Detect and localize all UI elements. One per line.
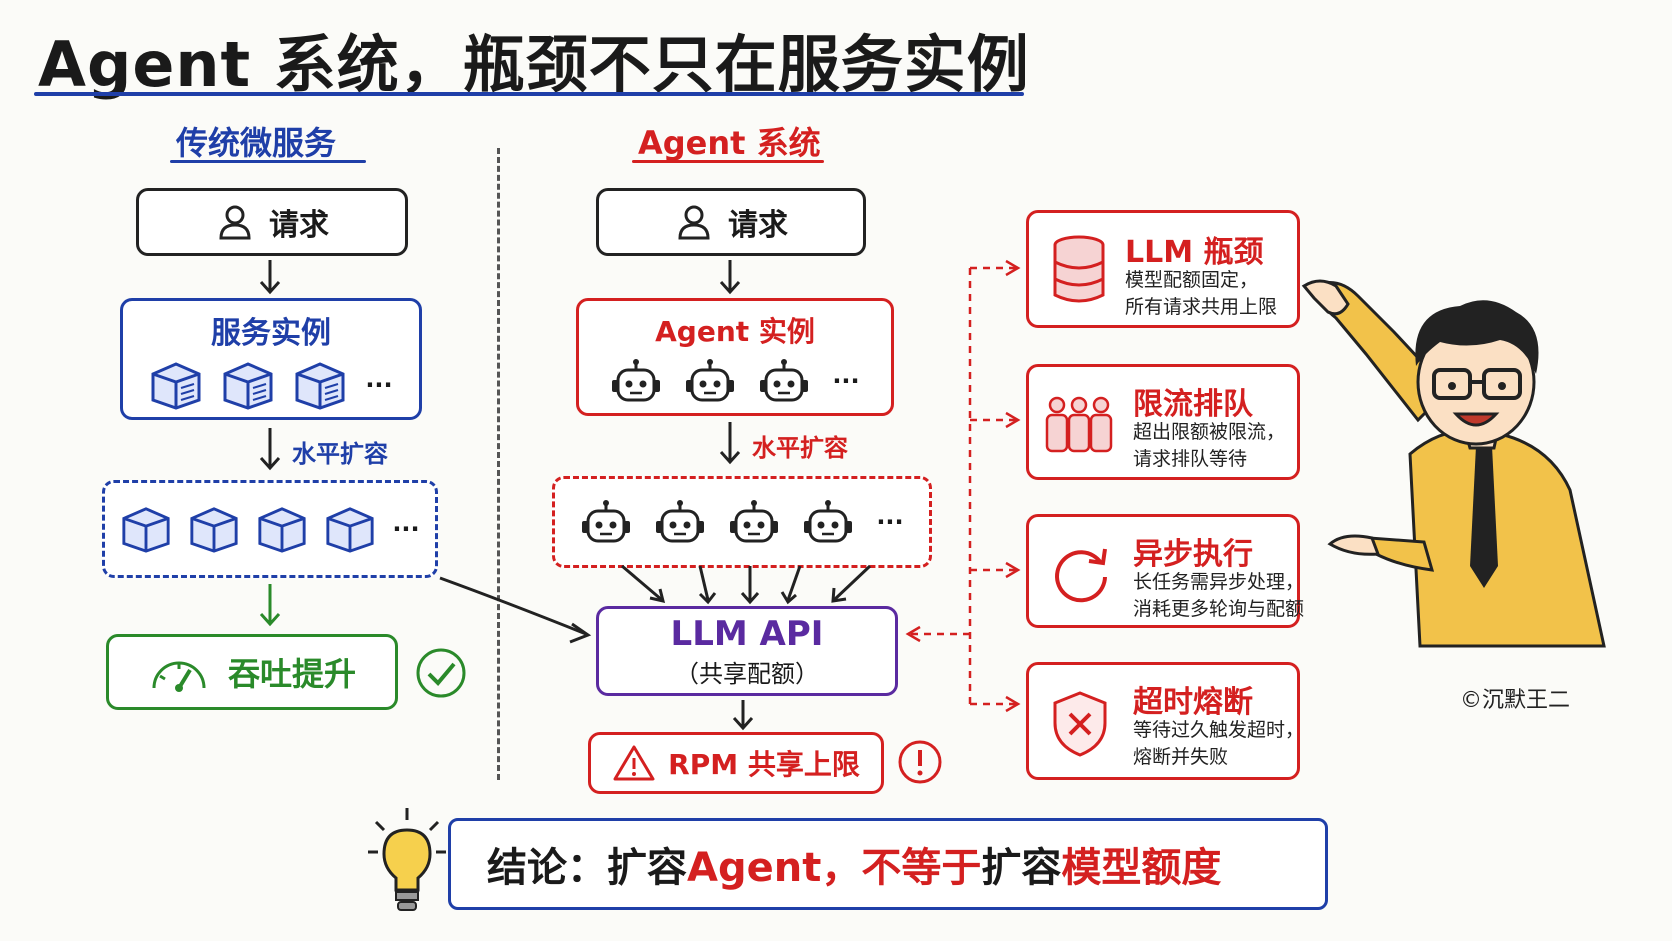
side-card-line1: 等待过久触发超时，	[1133, 719, 1305, 741]
column-divider	[497, 148, 500, 780]
exclamation-circle-icon	[898, 740, 942, 784]
ellipsis: ···	[365, 371, 393, 399]
speedometer-icon	[152, 661, 206, 692]
side-card-line1: 模型配额固定，	[1125, 269, 1259, 291]
middle-arrow-3	[732, 700, 754, 731]
middle-scale-label: 水平扩容	[752, 434, 848, 462]
left-heading-underline	[170, 160, 366, 163]
left-heading: 传统微服务	[176, 124, 337, 162]
side-card-title: 超时熔断	[1133, 685, 1253, 720]
side-card-title: 限流排队	[1133, 387, 1253, 422]
side-card-line2: 消耗更多轮询与配额	[1133, 598, 1305, 620]
converging-arrows	[621, 564, 872, 605]
cube-icon	[326, 507, 374, 553]
conclusion-part3: 不等于	[861, 845, 982, 891]
left-request-label: 请求	[269, 208, 329, 243]
side-card-title: 异步执行	[1133, 537, 1253, 572]
server-cube-icon	[295, 362, 345, 410]
robot-icon	[804, 500, 853, 543]
ellipsis: ···	[832, 367, 860, 395]
side-card-llm-bottleneck: LLM 瓶颈 模型配额固定， 所有请求共用上限	[1026, 210, 1300, 328]
left-request-box: 请求	[136, 188, 408, 256]
llm-api-sub-label: （共享配额）	[675, 659, 819, 688]
left-arrow-2	[259, 428, 281, 471]
robot-icon	[730, 500, 779, 543]
middle-heading-underline	[632, 160, 824, 163]
middle-request-box: 请求	[596, 188, 866, 256]
robot-icon	[686, 359, 735, 402]
side-card-line1: 超出限额被限流，	[1133, 421, 1286, 443]
middle-arrow-2	[719, 422, 741, 465]
agent-instance-box: Agent 实例	[576, 298, 894, 416]
server-cube-icon	[223, 362, 273, 410]
side-card-line2: 所有请求共用上限	[1125, 296, 1278, 318]
warning-icon	[613, 745, 655, 781]
ellipsis: ···	[392, 515, 420, 543]
shield-x-icon	[1053, 691, 1107, 757]
cross-arrow	[439, 576, 592, 644]
cube-icon	[258, 507, 306, 553]
people-queue-icon	[1045, 396, 1113, 453]
scaled-agents-box: ···	[552, 476, 932, 568]
conclusion-part4: 扩容	[981, 845, 1062, 891]
server-cube-icon	[151, 362, 201, 410]
robot-icon	[656, 500, 705, 543]
rpm-limit-box: RPM 共享上限	[588, 732, 884, 794]
signature: ©沉默王二	[1460, 688, 1571, 713]
rpm-limit-label: RPM 共享上限	[668, 748, 860, 781]
lightbulb-icon	[368, 808, 446, 911]
throughput-box: 吞吐提升	[106, 634, 398, 710]
left-scale-label: 水平扩容	[292, 440, 388, 468]
cube-icon	[122, 507, 170, 553]
llm-api-box: LLM API （共享配额）	[596, 606, 898, 696]
robot-icon	[582, 500, 631, 543]
robot-icon	[612, 359, 661, 402]
middle-arrow-1	[719, 260, 741, 295]
left-arrow-3	[259, 584, 281, 627]
presenter-character-illustration	[1301, 279, 1606, 648]
refresh-icon	[1055, 548, 1107, 603]
cube-icon	[190, 507, 238, 553]
side-card-line2: 熔断并失败	[1133, 746, 1229, 768]
agent-instance-label: Agent 实例	[655, 315, 815, 348]
page-title: Agent 系统，瓶颈不只在服务实例	[38, 28, 1030, 101]
side-card-title: LLM 瓶颈	[1125, 235, 1264, 270]
side-card-async: 异步执行 长任务需异步处理， 消耗更多轮询与配额	[1026, 514, 1304, 628]
conclusion-part2: Agent，	[687, 845, 862, 891]
middle-request-label: 请求	[728, 208, 788, 243]
database-icon	[1053, 235, 1105, 303]
check-circle-icon	[416, 648, 466, 698]
middle-heading: Agent 系统	[638, 124, 821, 162]
side-card-rate-limit: 限流排队 超出限额被限流， 请求排队等待	[1026, 364, 1300, 480]
left-arrow-1	[259, 260, 281, 295]
user-icon	[219, 205, 251, 240]
service-instance-box: 服务实例 ···	[120, 298, 422, 420]
llm-api-label: LLM API	[670, 613, 824, 654]
throughput-label: 吞吐提升	[227, 655, 356, 693]
conclusion-part1: 结论：扩容	[487, 845, 687, 891]
scaled-instances-box: ···	[102, 480, 438, 578]
side-card-line1: 长任务需异步处理，	[1133, 571, 1305, 593]
ellipsis: ···	[876, 508, 904, 536]
conclusion-box: 结论：扩容 Agent， 不等于 扩容 模型额度	[448, 818, 1328, 910]
side-card-line2: 请求排队等待	[1133, 448, 1248, 470]
user-icon	[678, 205, 710, 240]
service-instance-label: 服务实例	[211, 316, 331, 351]
side-card-timeout: 超时熔断 等待过久触发超时， 熔断并失败	[1026, 662, 1304, 780]
side-connectors	[905, 259, 1021, 713]
conclusion-part5: 模型额度	[1061, 845, 1222, 891]
title-underline	[34, 92, 1024, 96]
robot-icon	[760, 359, 809, 402]
